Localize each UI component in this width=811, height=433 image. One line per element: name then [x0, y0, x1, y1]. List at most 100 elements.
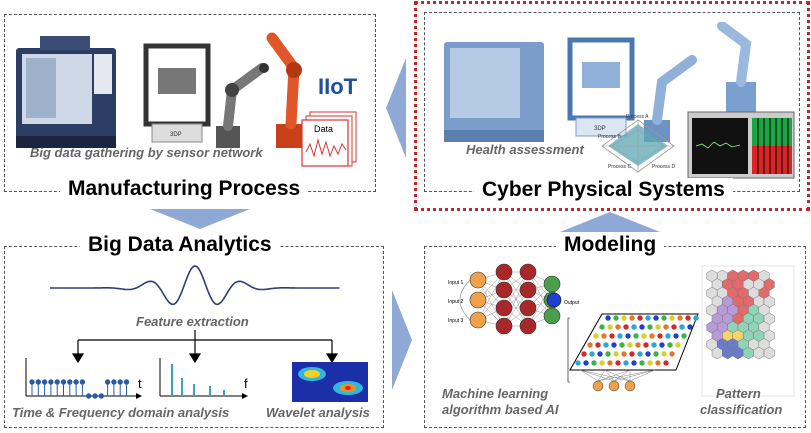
nn-node: [543, 275, 561, 293]
cps-illustration: 3DP Process A Process B Process C Proces…: [444, 22, 795, 179]
nn-node: [543, 307, 561, 325]
som-node: [633, 333, 639, 339]
som-node: [687, 324, 693, 330]
som-node: [673, 333, 679, 339]
som-node: [661, 351, 667, 357]
som-node: [605, 315, 611, 321]
flow-arrow-left: [386, 58, 406, 158]
nn-node: [495, 299, 513, 317]
nn-output-node: [546, 292, 562, 308]
som-node: [637, 315, 643, 321]
feature-extraction-caption: Feature extraction: [136, 314, 249, 329]
som-node: [623, 360, 629, 366]
time-stem-point: [41, 379, 48, 385]
manufacturing-illustration: 3DP IIoT Data: [16, 32, 358, 167]
som-node: [621, 351, 627, 357]
som-node: [607, 360, 613, 366]
nn-edge: [477, 271, 505, 321]
pattern-caption-line2: classification: [700, 402, 783, 417]
pattern-caption-line1: Pattern: [716, 386, 761, 401]
wavelet-analysis-caption: Wavelet analysis: [266, 405, 370, 420]
som-input-edge: [579, 369, 631, 382]
som-node: [657, 333, 663, 339]
som-node: [581, 351, 587, 357]
nn-node: [495, 263, 513, 281]
time-stem-point: [79, 379, 86, 385]
ml-caption-line1: Machine learning: [442, 386, 549, 401]
som-node: [681, 333, 687, 339]
som-input-edge: [604, 369, 631, 382]
nn-edge: [477, 279, 505, 327]
som-node: [603, 342, 609, 348]
som-node: [639, 324, 645, 330]
som-node: [675, 342, 681, 348]
som-node: [613, 351, 619, 357]
som-node: [615, 360, 621, 366]
som-node: [591, 360, 597, 366]
nn-node: [495, 281, 513, 299]
t-axis-label: t: [138, 376, 142, 391]
som-node: [587, 342, 593, 348]
som-node: [597, 351, 603, 357]
3d-printer-blue-icon: 3DP: [567, 37, 635, 137]
som-node: [619, 342, 625, 348]
time-stem-point: [123, 379, 130, 385]
som-node: [611, 342, 617, 348]
som-node: [615, 324, 621, 330]
som-input-edge: [579, 369, 615, 382]
som-node: [601, 333, 607, 339]
som-input-edge: [613, 369, 656, 382]
som-node: [671, 324, 677, 330]
radar-label-b: Process B: [598, 134, 621, 140]
robot-arm-orange-icon: [266, 32, 306, 148]
time-stem-point: [104, 379, 111, 385]
flow-arrow-right: [392, 290, 412, 390]
health-assessment-caption: Health assessment: [466, 142, 584, 157]
big-data-gathering-caption: Big data gathering by sensor network: [30, 145, 263, 160]
som-node: [631, 324, 637, 330]
flow-arrow-down: [150, 209, 250, 229]
som-node: [669, 315, 675, 321]
som-node: [605, 351, 611, 357]
som-node: [635, 342, 641, 348]
time-stem-point: [67, 379, 73, 385]
frequency-domain-plot: f: [159, 358, 248, 399]
analytics-illustration: t f: [25, 265, 368, 402]
som-input-node: [592, 380, 604, 392]
time-stem-point: [35, 379, 41, 385]
som-node: [631, 360, 637, 366]
som-node: [625, 333, 631, 339]
nn-node: [469, 291, 487, 309]
som-node: [643, 342, 649, 348]
nn-node: [519, 263, 537, 281]
som-input-edge: [597, 369, 656, 382]
cnc-machine-blue-icon: [444, 42, 544, 142]
time-stem-point: [54, 379, 60, 385]
nn-node: [519, 281, 537, 299]
som-input-edge: [629, 369, 656, 382]
som-node: [669, 351, 675, 357]
printer-label: 3DP: [170, 132, 182, 138]
modeling-title: Modeling: [556, 233, 665, 257]
som-node: [659, 342, 665, 348]
som-node: [653, 315, 659, 321]
som-node: [629, 351, 635, 357]
som-node: [685, 315, 691, 321]
som-input-node: [624, 380, 636, 392]
neural-network-diagram: Input 1 Input 2 Input 3 Output: [448, 263, 580, 335]
som-node: [595, 342, 601, 348]
cps-printer-label: 3DP: [594, 126, 606, 132]
time-stem-point: [98, 393, 105, 399]
nn-node: [469, 311, 487, 329]
monitoring-screen-icon: [687, 111, 795, 179]
nn-input-bracket: [459, 279, 471, 321]
som-node: [627, 342, 633, 348]
hex-cell: [763, 346, 775, 360]
som-node: [629, 315, 635, 321]
som-node: [647, 324, 653, 330]
nn-input-2: Input 2: [448, 299, 464, 305]
som-node: [663, 324, 669, 330]
som-node: [647, 360, 653, 366]
time-stem-point: [111, 379, 117, 385]
som-node: [613, 315, 619, 321]
